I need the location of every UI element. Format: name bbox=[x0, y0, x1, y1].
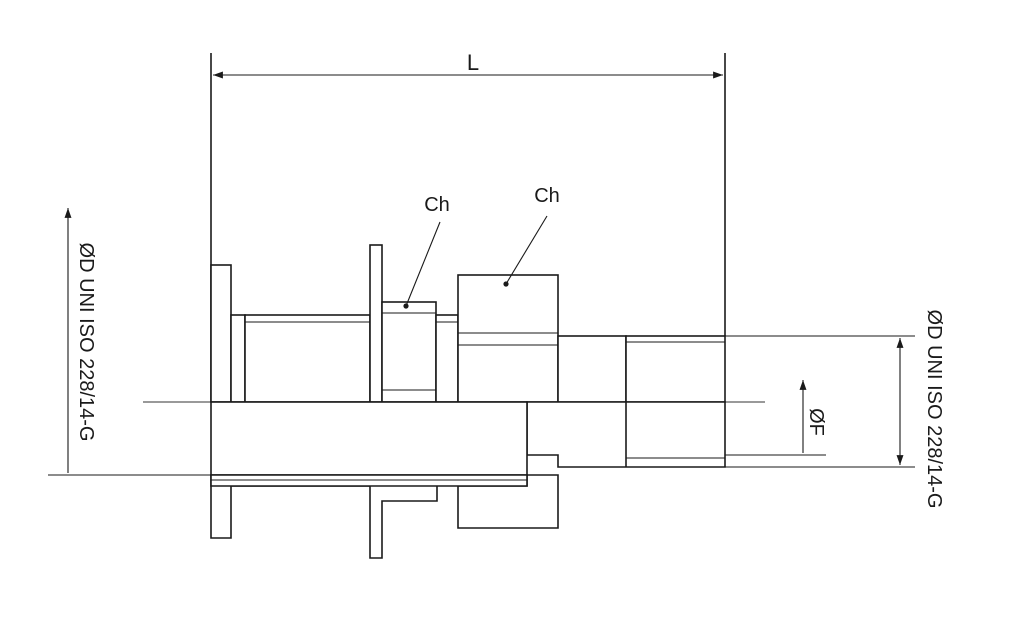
hex-callouts: Ch Ch bbox=[403, 185, 560, 309]
bore-dimension: ØF bbox=[725, 380, 827, 456]
large-hex-body bbox=[457, 274, 559, 403]
hex-leader-dot-left bbox=[403, 303, 409, 309]
central-bore bbox=[210, 401, 528, 487]
thread-label-left: ØD UNI ISO 228/14-G bbox=[75, 243, 97, 442]
pipe-collar bbox=[230, 314, 246, 403]
right-threaded-end bbox=[526, 335, 726, 468]
lock-nut-lower bbox=[369, 482, 438, 559]
hex-label-right: Ch bbox=[534, 185, 560, 207]
right-transition bbox=[557, 335, 627, 403]
hex-label-left: Ch bbox=[424, 194, 450, 216]
right-thread-dimension: ØD UNI ISO 228/14-G bbox=[725, 310, 945, 509]
bore-body bbox=[210, 401, 528, 476]
length-label: L bbox=[467, 50, 479, 75]
lock-nut-upper bbox=[369, 244, 383, 403]
large-hex-nut bbox=[457, 274, 559, 529]
left-pipe-body bbox=[230, 314, 371, 403]
pipe-section bbox=[244, 314, 371, 403]
bore-label: ØF bbox=[805, 408, 827, 436]
hex-leader-left bbox=[405, 221, 441, 307]
thread-label-right: ØD UNI ISO 228/14-G bbox=[923, 310, 945, 509]
right-thread-upper bbox=[625, 335, 726, 403]
small-hex-body bbox=[381, 301, 437, 403]
hex-leader-right bbox=[505, 215, 548, 285]
small-hex-nut bbox=[381, 301, 459, 403]
flange-upper bbox=[210, 264, 232, 403]
hex-leader-dot-right bbox=[503, 281, 509, 287]
thread-neck bbox=[435, 314, 459, 403]
left-thread-dimension: ØD UNI ISO 228/14-G bbox=[48, 208, 211, 476]
